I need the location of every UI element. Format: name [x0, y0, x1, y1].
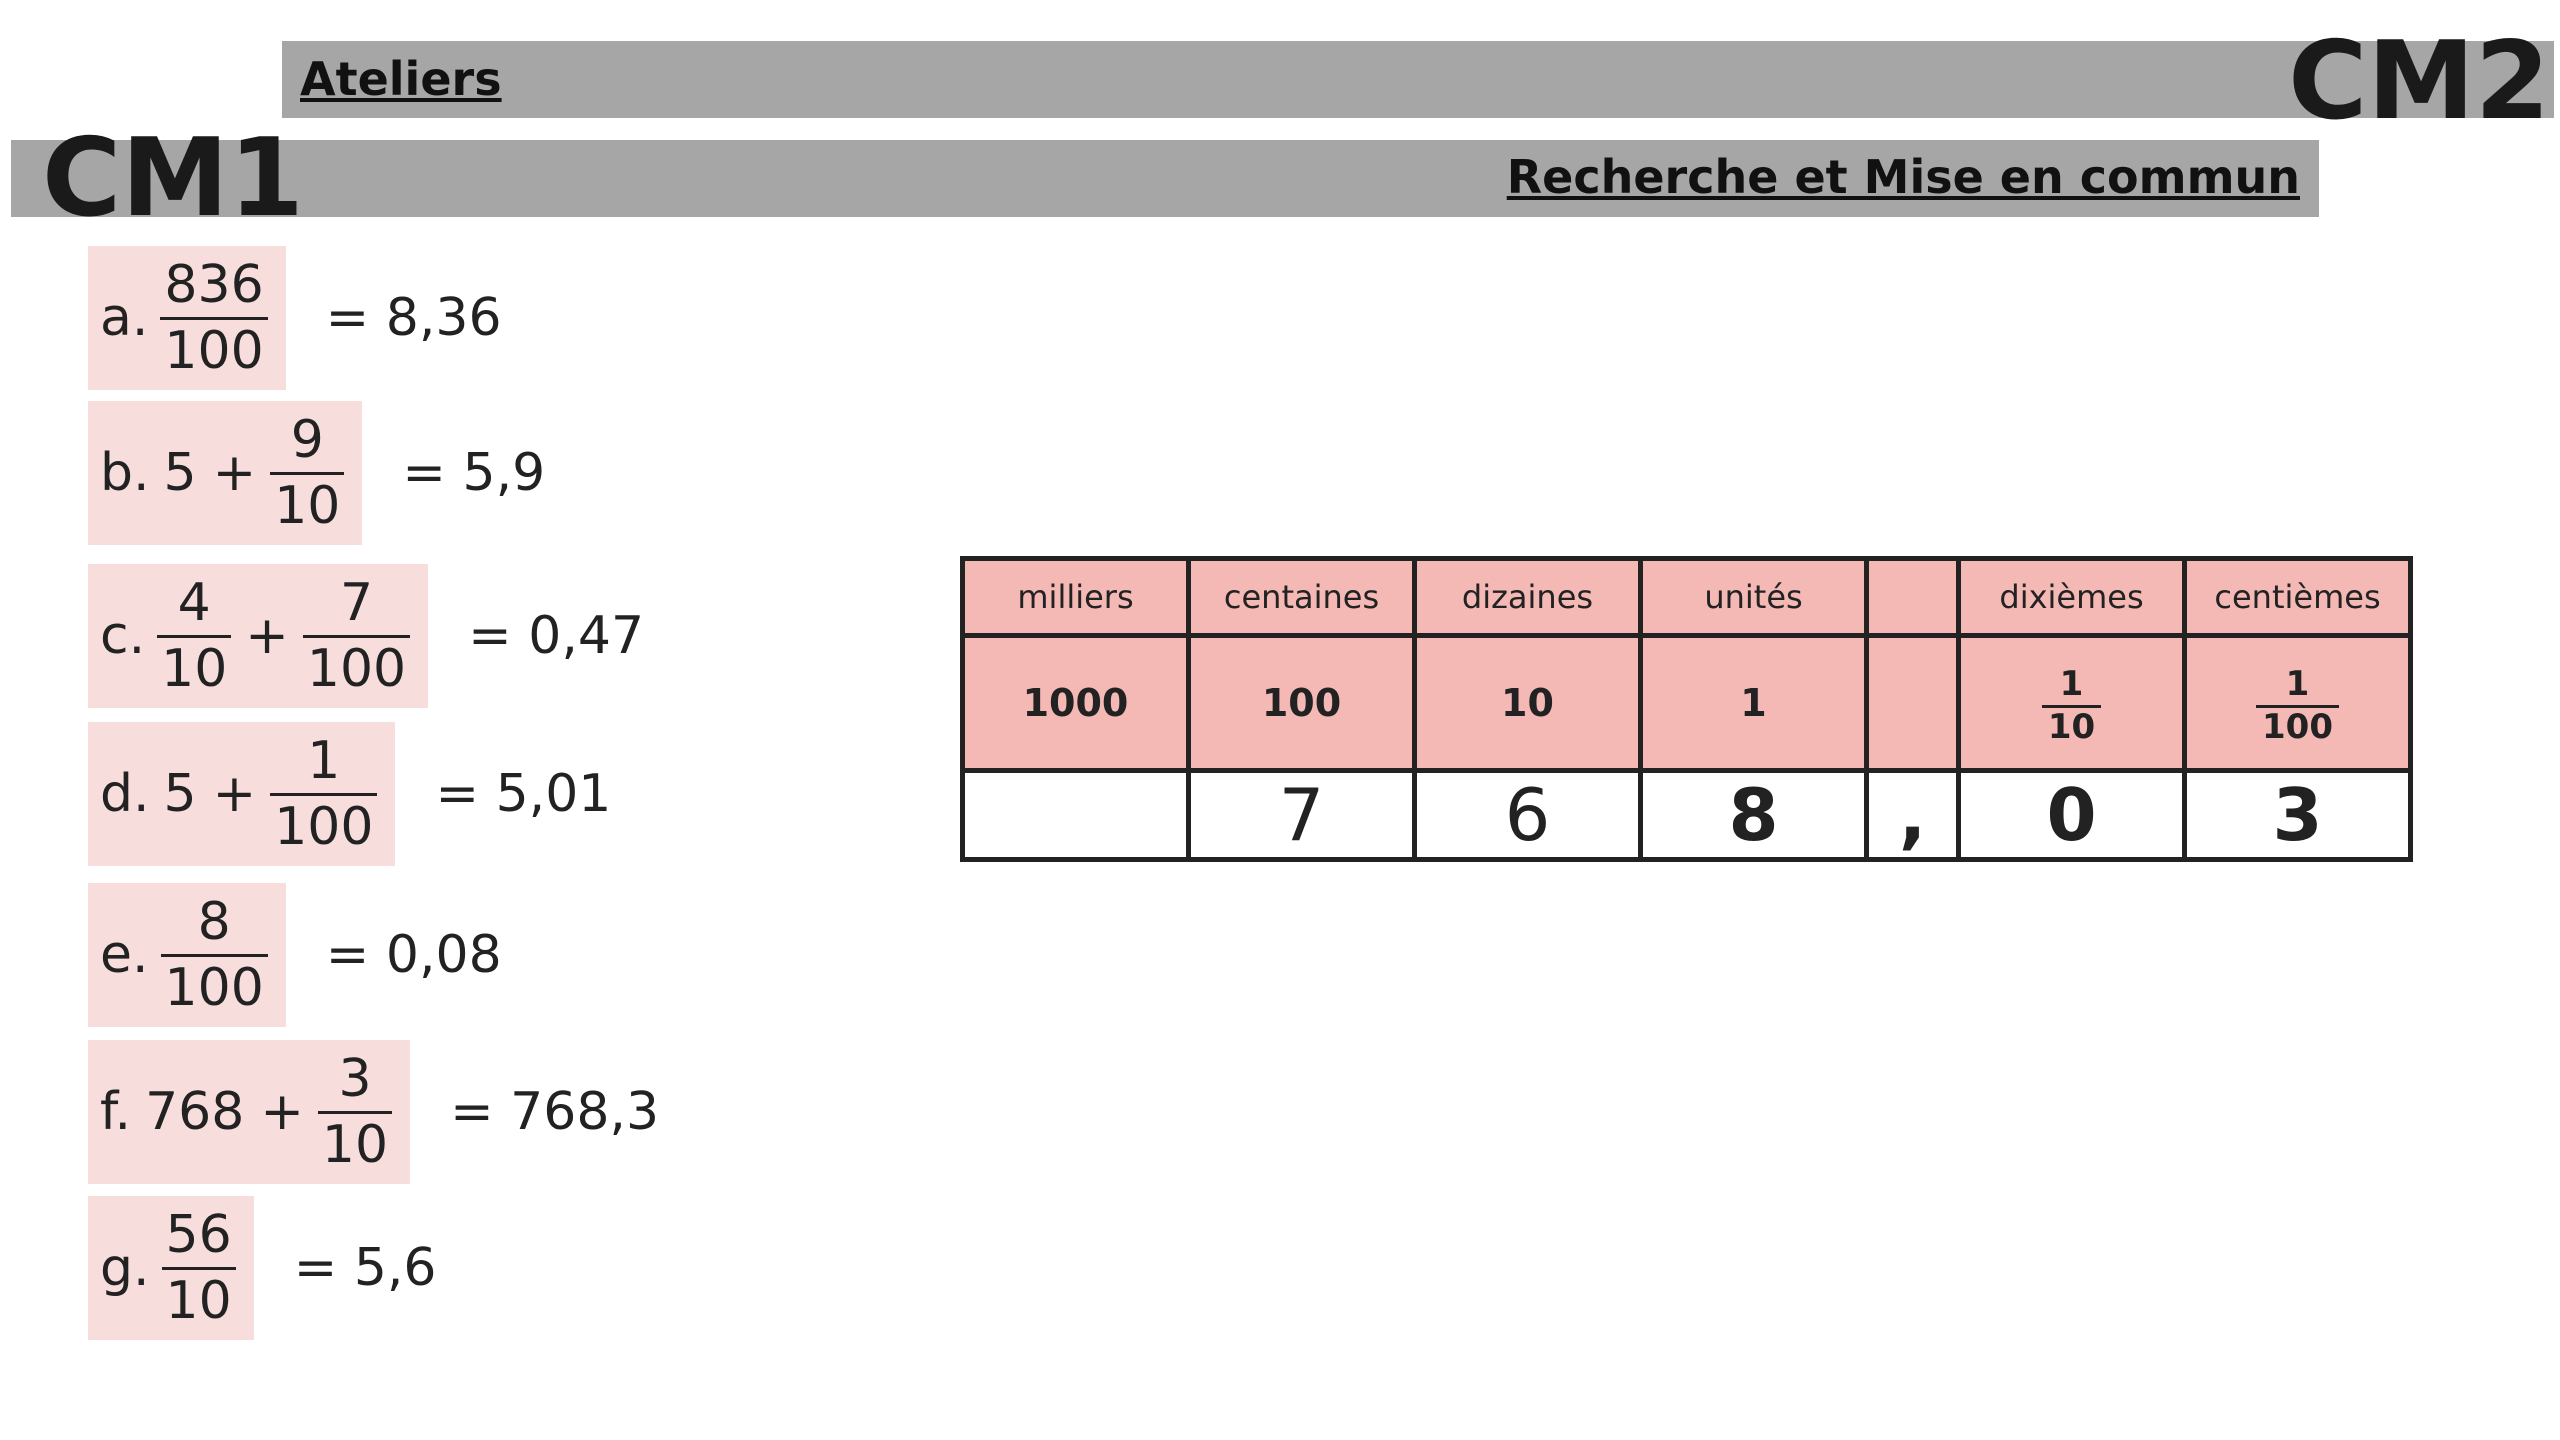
fraction: 56 10	[161, 1204, 236, 1329]
numerator: 1	[307, 730, 341, 791]
exercise-label: e.	[100, 925, 149, 985]
digit-centaines: 7	[1186, 768, 1417, 862]
exercise-g: g. 56 10 = 5,6	[88, 1196, 437, 1340]
exercise-answer: = 0,47	[468, 606, 645, 666]
exercise-label: a.	[100, 288, 149, 348]
value-centiemes: 1 100	[2182, 633, 2413, 773]
fraction: 4 10	[157, 572, 232, 697]
table-digit-row: 7 6 8 , 0 3	[960, 768, 2413, 862]
denominator: 10	[317, 1110, 393, 1173]
header-bar-top	[282, 41, 2554, 118]
exercise-e: e. 8 100 = 0,08	[88, 883, 502, 1027]
digit-milliers	[960, 768, 1191, 862]
numerator: 1	[2285, 664, 2310, 705]
digit-dizaines: 6	[1412, 768, 1643, 862]
digit-dixiemes: 0	[1956, 768, 2187, 862]
header-comma-column	[1864, 556, 1961, 638]
whole-term: 5	[163, 764, 197, 824]
exercise-label: c.	[100, 606, 146, 666]
denominator: 100	[2256, 705, 2339, 746]
fraction: 9 10	[270, 409, 345, 534]
header-dixiemes: dixièmes	[1956, 556, 2187, 638]
exercise-label: f.	[100, 1082, 132, 1142]
denominator: 100	[270, 792, 378, 855]
numerator: 1	[2059, 664, 2084, 705]
value-dixiemes: 1 10	[1956, 633, 2187, 773]
exercise-a-box: a. 836 100	[88, 246, 286, 390]
exercise-b: b. 5 + 9 10 = 5,9	[88, 401, 545, 545]
header-unites: unités	[1638, 556, 1869, 638]
exercise-d: d. 5 + 1 100 = 5,01	[88, 722, 611, 866]
exercise-answer: = 8,36	[325, 288, 502, 348]
value-unites: 1	[1638, 633, 1869, 773]
exercise-a: a. 836 100 = 8,36	[88, 246, 502, 390]
header-centaines: centaines	[1186, 556, 1417, 638]
numerator: 836	[164, 254, 264, 315]
exercise-f: f. 768 + 3 10 = 768,3	[88, 1040, 659, 1184]
ateliers-title: Ateliers	[300, 52, 502, 106]
plus-sign: +	[245, 606, 289, 666]
exercise-g-box: g. 56 10	[88, 1196, 254, 1340]
plus-sign: +	[212, 764, 257, 824]
fraction: 8 100	[160, 891, 268, 1016]
digit-centiemes: 3	[2182, 768, 2413, 862]
exercise-answer: = 5,01	[435, 764, 612, 824]
place-value-table: milliers centaines dizaines unités dixiè…	[960, 556, 2413, 862]
exercise-d-box: d. 5 + 1 100	[88, 722, 396, 866]
recherche-title: Recherche et Mise en commun	[1506, 150, 2300, 204]
value-comma-column	[1864, 633, 1961, 773]
numerator: 7	[339, 572, 374, 633]
numerator: 8	[197, 891, 231, 952]
exercise-f-box: f. 768 + 3 10	[88, 1040, 411, 1184]
exercise-answer: = 5,6	[293, 1238, 437, 1298]
numerator: 4	[177, 572, 211, 633]
denominator: 10	[270, 471, 345, 534]
table-header-row: milliers centaines dizaines unités dixiè…	[960, 556, 2413, 638]
fraction: 1 100	[2256, 667, 2339, 745]
denominator: 100	[302, 634, 411, 697]
header-bar-bottom	[11, 140, 2319, 217]
numerator: 3	[338, 1048, 372, 1109]
exercise-label: d.	[100, 764, 150, 824]
header-dizaines: dizaines	[1412, 556, 1643, 638]
numerator: 56	[165, 1204, 232, 1265]
fraction: 3 10	[317, 1048, 393, 1173]
denominator: 100	[160, 316, 268, 379]
digit-unites: 8	[1638, 768, 1869, 862]
whole-term: 768	[145, 1082, 245, 1142]
exercise-b-box: b. 5 + 9 10	[88, 401, 363, 545]
exercise-answer: = 5,9	[402, 443, 546, 503]
header-milliers: milliers	[960, 556, 1191, 638]
exercise-label: b.	[100, 443, 150, 503]
exercise-answer: = 0,08	[325, 925, 502, 985]
exercise-c: c. 4 10 + 7 100 = 0,47	[88, 564, 644, 708]
exercise-label: g.	[100, 1238, 150, 1298]
value-milliers: 1000	[960, 633, 1191, 773]
header-centiemes: centièmes	[2182, 556, 2413, 638]
cm2-label: CM2	[2288, 19, 2550, 144]
denominator: 10	[161, 1266, 236, 1329]
exercise-answer: = 768,3	[450, 1082, 660, 1142]
fraction: 7 100	[302, 572, 411, 697]
plus-sign: +	[260, 1082, 304, 1142]
denominator: 10	[157, 634, 232, 697]
cm1-label: CM1	[42, 116, 304, 241]
fraction: 836 100	[160, 254, 268, 379]
exercise-c-box: c. 4 10 + 7 100	[88, 564, 429, 708]
digit-comma: ,	[1864, 768, 1961, 862]
exercise-e-box: e. 8 100	[88, 883, 286, 1027]
denominator: 10	[2041, 705, 2102, 746]
plus-sign: +	[212, 443, 257, 503]
table-value-row: 1000 100 10 1 1 10 1 100	[960, 633, 2413, 773]
value-dizaines: 10	[1412, 633, 1643, 773]
numerator: 9	[290, 409, 324, 470]
fraction: 1 10	[2041, 664, 2102, 746]
whole-term: 5	[163, 443, 197, 503]
fraction: 1 100	[270, 730, 378, 855]
value-centaines: 100	[1186, 633, 1417, 773]
denominator: 100	[160, 953, 268, 1016]
